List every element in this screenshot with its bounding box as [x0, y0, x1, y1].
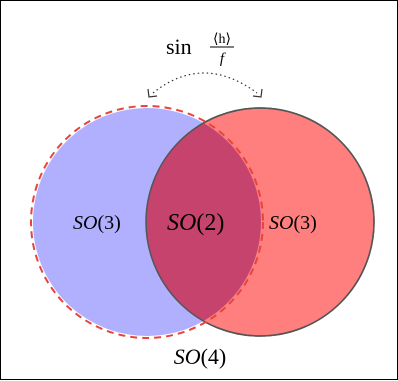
right-circle-outline — [145, 107, 375, 337]
left-circle-label: SO(3) — [73, 212, 121, 234]
bottom-label-arg: (4) — [201, 344, 227, 369]
bottom-label: SO(4) — [174, 344, 227, 369]
top-label-fn: sin — [166, 34, 192, 59]
intersection-label-arg: (2) — [196, 210, 224, 236]
top-label-numerator: ⟨h⟩ — [213, 32, 231, 47]
right-label-group: SO — [269, 212, 293, 234]
bottom-label-group: SO — [174, 344, 201, 369]
left-label-arg: (3) — [97, 212, 120, 234]
rotation-arrowhead-right — [252, 88, 263, 98]
left-circle-dashed-outline — [30, 105, 264, 339]
top-label-denominator: f — [220, 51, 226, 67]
intersection-region — [146, 108, 261, 336]
intersection-label: SO(2) — [167, 210, 224, 236]
left-label-group: SO — [73, 212, 97, 234]
right-label-arg: (3) — [293, 212, 316, 234]
right-circle-label: SO(3) — [269, 212, 317, 234]
intersection-label-group: SO — [167, 210, 196, 236]
top-label: sin ⟨h⟩ f — [166, 32, 234, 67]
rotation-arrowhead-left — [147, 88, 158, 98]
rotation-arrow — [152, 72, 258, 94]
